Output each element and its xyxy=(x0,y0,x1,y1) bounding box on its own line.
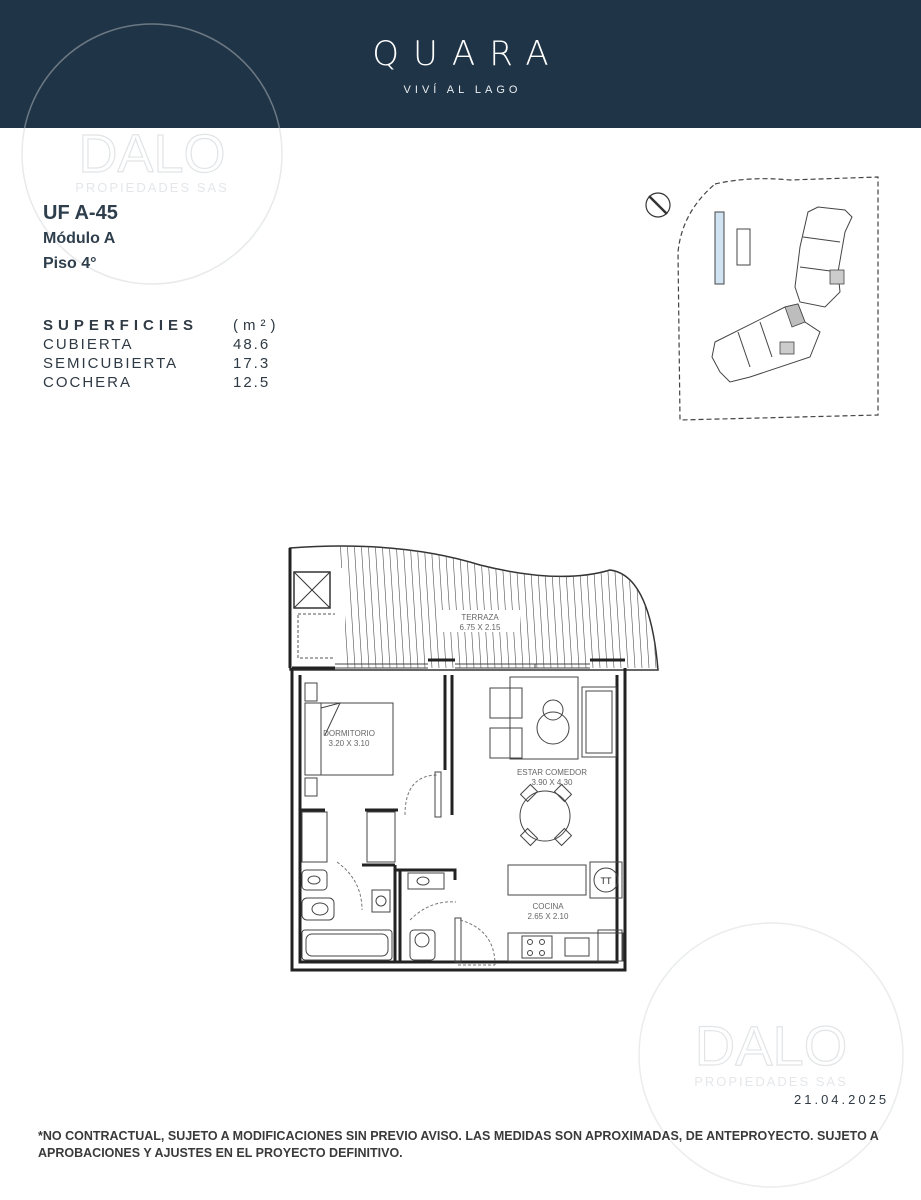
kitchen-label: COCINA xyxy=(532,902,564,911)
bedroom-size: 3.20 X 3.10 xyxy=(329,739,370,748)
terrace-label: TERRAZA xyxy=(461,613,499,622)
tt-label: TT xyxy=(601,876,612,886)
floor-plan: TERRAZA 6.75 X 2.15 DORMITORIO 3.20 X 3.… xyxy=(288,545,659,972)
site-building xyxy=(736,228,751,266)
surface-row: CUBIERTA 48.6 xyxy=(43,335,293,354)
bedroom: DORMITORIO 3.20 X 3.10 xyxy=(301,682,442,863)
unit-module: Módulo A xyxy=(43,230,116,247)
plan-date: 21.04.2025 xyxy=(794,1092,890,1107)
site-boundary xyxy=(677,176,879,421)
site-building xyxy=(714,211,725,285)
unit-floor: Piso 4° xyxy=(43,255,97,272)
site-building xyxy=(711,303,821,383)
interior-walls xyxy=(300,675,457,962)
bedroom-label: DORMITORIO xyxy=(323,729,375,738)
terrace: TERRAZA 6.75 X 2.15 xyxy=(289,545,659,671)
living-size: 3.90 X 4.30 xyxy=(532,778,573,787)
surfaces-unit: (m²) xyxy=(233,317,281,334)
svg-text:PROPIEDADES SAS: PROPIEDADES SAS xyxy=(75,180,229,195)
toilet-room xyxy=(407,872,496,966)
surface-row: COCHERA 12.5 xyxy=(43,373,293,392)
site-building xyxy=(794,206,853,308)
exterior-walls xyxy=(288,548,627,972)
kitchen-size: 2.65 X 2.10 xyxy=(528,912,569,921)
surface-value: 48.6 xyxy=(233,336,271,353)
compass-icon xyxy=(645,192,671,218)
brand-tagline: VIVÍ AL LAGO xyxy=(403,84,522,96)
surfaces-heading: SUPERFICIES xyxy=(43,317,199,334)
surface-row: SEMICUBIERTA 17.3 xyxy=(43,354,293,373)
svg-text:DALO: DALO xyxy=(78,124,225,184)
surfaces-table: SUPERFICIES (m²) CUBIERTA 48.6 SEMICUBIE… xyxy=(43,316,293,392)
surface-label: SEMICUBIERTA xyxy=(43,355,179,372)
surfaces-header: SUPERFICIES (m²) xyxy=(43,316,293,335)
living-dining xyxy=(489,676,617,847)
surface-label: CUBIERTA xyxy=(43,336,134,353)
surface-value: 17.3 xyxy=(233,355,271,372)
kitchen xyxy=(507,861,624,962)
living-label: ESTAR COMEDOR xyxy=(517,768,587,777)
unit-code: UF A-45 xyxy=(43,202,118,224)
svg-text:PROPIEDADES SAS: PROPIEDADES SAS xyxy=(694,1074,848,1089)
svg-text:DALO: DALO xyxy=(695,1014,848,1077)
header-banner: QUARA VIVÍ AL LAGO xyxy=(0,0,921,128)
bathroom xyxy=(301,861,393,961)
surface-value: 12.5 xyxy=(233,374,271,391)
terrace-size: 6.75 X 2.15 xyxy=(460,623,501,632)
site-key-plan xyxy=(645,176,879,421)
brand-logo: QUARA xyxy=(372,34,563,74)
surface-label: COCHERA xyxy=(43,374,133,391)
site-unit-highlight xyxy=(784,303,806,328)
disclaimer: *NO CONTRACTUAL, SUJETO A MODIFICACIONES… xyxy=(38,1129,879,1160)
windows xyxy=(335,663,590,669)
